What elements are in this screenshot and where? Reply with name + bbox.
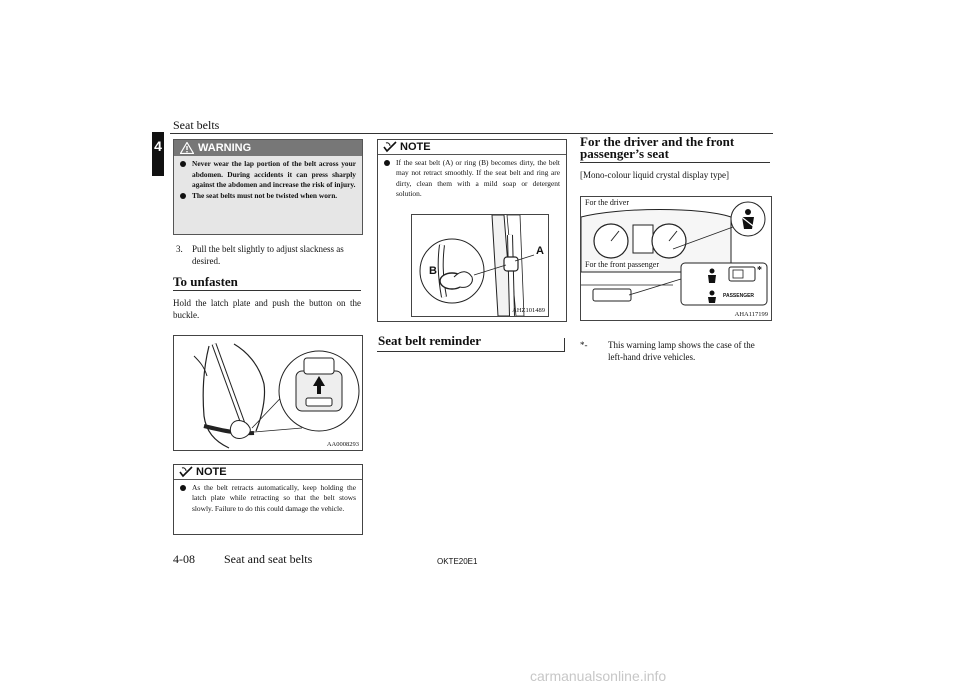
warning-triangle-icon	[180, 142, 194, 154]
heading-driver-passenger: For the driver and the front passenger’s…	[580, 134, 735, 161]
heading-rule	[173, 290, 361, 291]
note-icon	[383, 141, 397, 153]
passenger-lamp-text: PASSENGER	[723, 293, 755, 299]
note-box-dirty-belt: NOTE If the seat belt (A) or ring (B) be…	[377, 139, 567, 322]
note-box-retract: NOTE As the belt retracts automatically,…	[173, 464, 363, 535]
chapter-tab-number: 4	[154, 138, 162, 154]
figure-code: AA0008293	[326, 441, 359, 448]
warning-header: WARNING	[174, 140, 362, 156]
note-label: NOTE	[400, 141, 431, 153]
instrument-cluster-illustration	[581, 201, 768, 306]
note-header: NOTE	[378, 140, 566, 155]
display-type-text: [Mono-colour liquid crystal display type…	[580, 170, 729, 180]
warning-list: Never wear the lap portion of the belt a…	[180, 159, 356, 201]
bullet-icon	[384, 160, 390, 166]
watermark: carmanualsonline.info	[530, 668, 667, 684]
note-list: If the seat belt (A) or ring (B) becomes…	[384, 158, 560, 199]
figure-belt-and-ring: A B AHZ101489	[411, 214, 549, 317]
note-label: NOTE	[196, 466, 227, 478]
figure-unfasten-seat-belt: AA0008293	[173, 335, 363, 451]
instruction-step-3: 3. Pull the belt slightly to adjust slac…	[176, 243, 361, 267]
footnote-mark: *-	[580, 340, 588, 350]
warning-item: Never wear the lap portion of the belt a…	[180, 159, 356, 191]
heading-rule	[377, 351, 565, 352]
heading-seat-belt-reminder: Seat belt reminder	[378, 333, 482, 348]
warning-item: The seat belts must not be twisted when …	[180, 191, 356, 202]
seat-belt-illustration	[193, 343, 360, 449]
belt-ring-illustration	[419, 215, 535, 316]
label-for-front-passenger: For the front passenger	[585, 260, 659, 269]
header-rule	[170, 133, 773, 134]
footnote-text: This warning lamp shows the case of the …	[608, 340, 755, 362]
heading-rule	[580, 162, 770, 163]
figure-code: AHA117199	[734, 311, 768, 318]
bullet-icon	[180, 192, 186, 199]
label-for-the-driver: For the driver	[585, 198, 629, 207]
unfasten-text: Hold the latch plate and push the button…	[173, 298, 361, 320]
label-b: B	[429, 265, 437, 277]
bullet-icon	[180, 161, 186, 167]
step-text: Pull the belt slightly to adjust slackne…	[192, 244, 344, 266]
footnote: *- This warning lamp shows the case of t…	[580, 339, 770, 363]
asterisk-mark: *	[757, 265, 762, 276]
step-number: 3.	[176, 244, 183, 254]
footer-doc-code: OKTE20E1	[437, 557, 478, 566]
footer-section-title: Seat and seat belts	[224, 552, 313, 566]
warning-box: WARNING Never wear the lap portion of th…	[173, 139, 363, 235]
bullet-icon	[180, 485, 186, 491]
label-a: A	[536, 245, 544, 257]
page-number: 4-08	[173, 552, 195, 566]
heading-rule-vertical	[564, 338, 565, 351]
note-item: If the seat belt (A) or ring (B) becomes…	[384, 158, 560, 199]
note-header: NOTE	[174, 465, 362, 480]
note-list: As the belt retracts automatically, keep…	[180, 483, 356, 514]
page-header-title: Seat belts	[173, 118, 220, 132]
note-item: As the belt retracts automatically, keep…	[180, 483, 356, 514]
warning-label: WARNING	[198, 142, 252, 154]
note-icon	[179, 466, 193, 478]
figure-code: AHZ101489	[512, 307, 545, 314]
chapter-tab	[152, 132, 164, 176]
heading-to-unfasten: To unfasten	[173, 274, 238, 289]
figure-instrument-cluster: For the driver For the front passenger P…	[580, 196, 772, 321]
